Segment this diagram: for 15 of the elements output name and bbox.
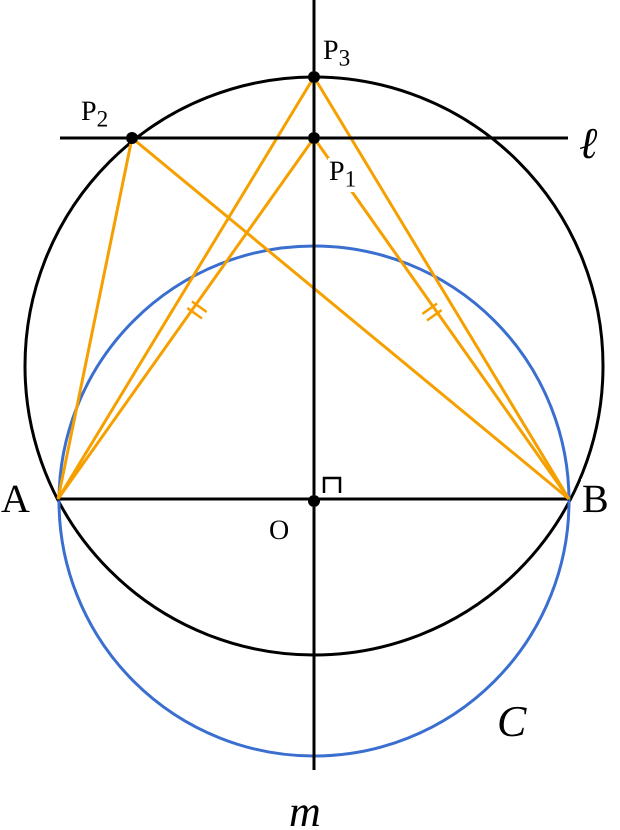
point-dot: [308, 132, 320, 144]
line-segment: [60, 136, 126, 140]
line-segment: [136, 140, 570, 500]
line-segment: [312, 0, 316, 71]
line-segment: [58, 498, 569, 500]
line-segment: [138, 136, 308, 140]
line-segment: [312, 507, 316, 770]
line-segment: [312, 83, 316, 132]
point-label: P$_{1}$: [328, 158, 358, 192]
line-segment: [312, 144, 316, 495]
line-segment: [56, 144, 132, 500]
point-dot: [126, 132, 138, 144]
line-segment: [320, 136, 568, 140]
point-dot: [308, 71, 320, 83]
point-dot: [308, 495, 320, 507]
